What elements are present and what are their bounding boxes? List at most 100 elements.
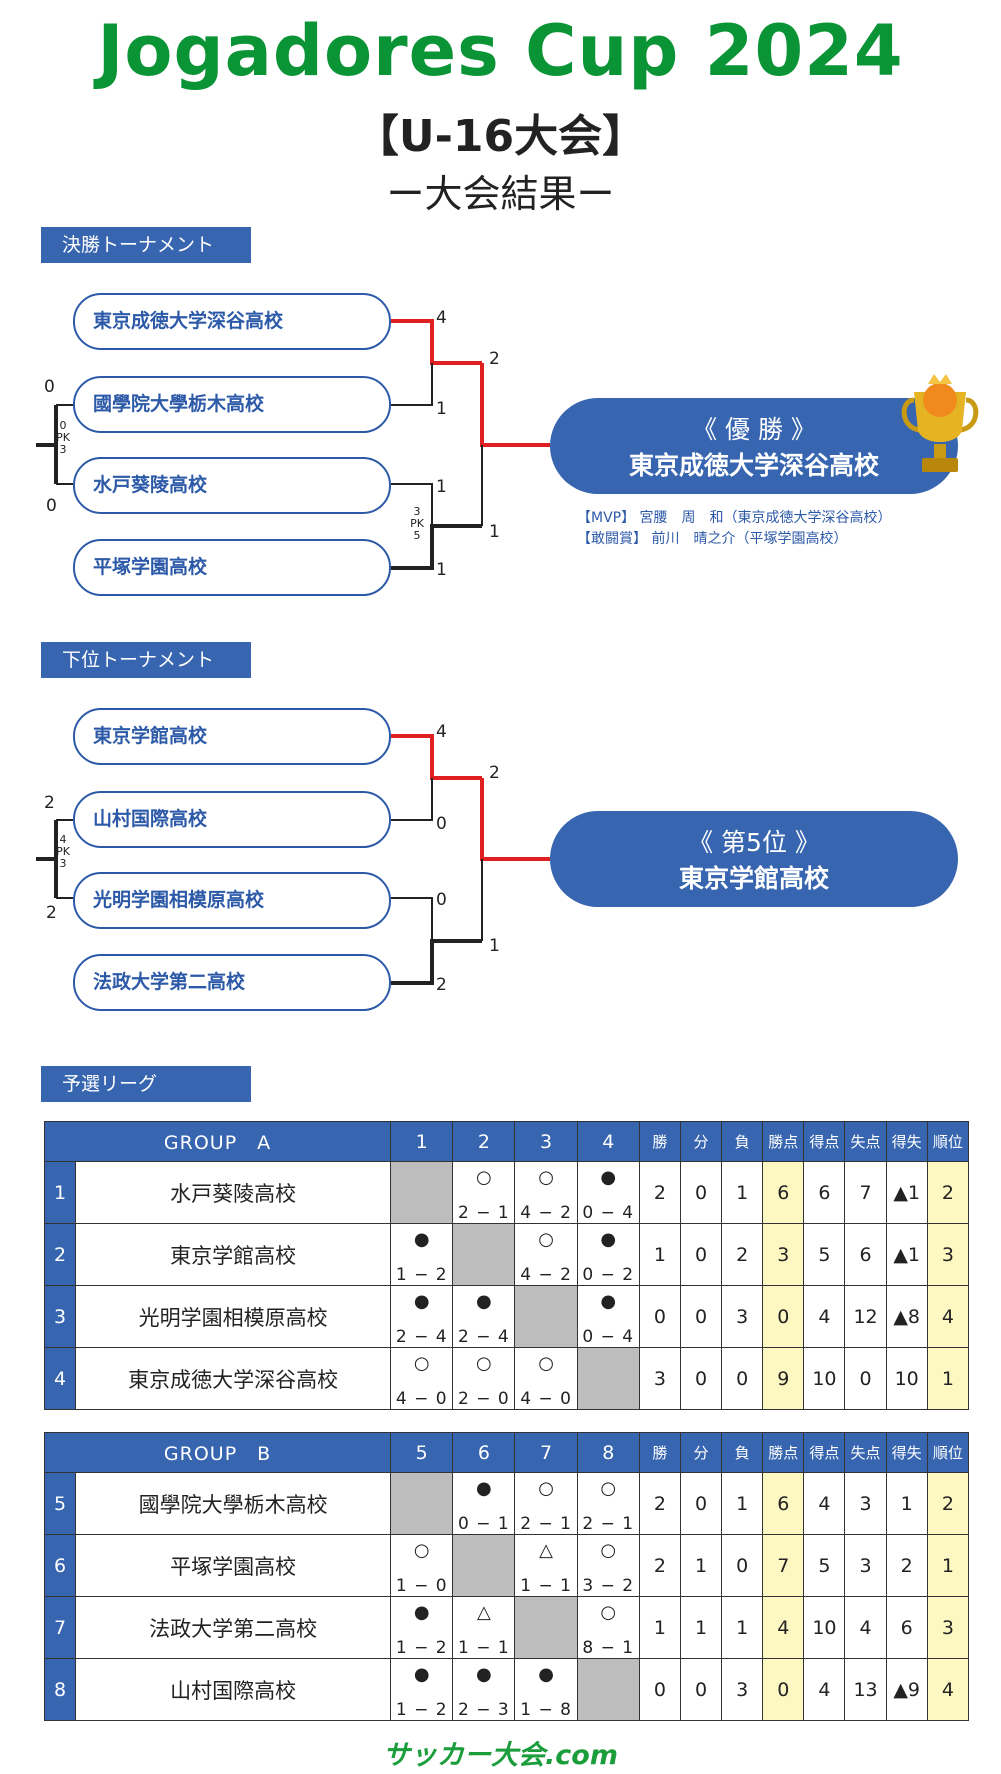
match-result-cell: ○2 − 1 (576, 1472, 640, 1535)
stat-cell: 3 (721, 1658, 764, 1721)
team-name: 東京学館高校 (75, 1223, 392, 1286)
lower-score-final-top: 2 (489, 763, 500, 783)
stat-cell: 7 (844, 1161, 887, 1224)
lower-team-4: 法政大学第二高校 (73, 954, 391, 1011)
stat-cell: 3 (926, 1596, 970, 1659)
final-tournament-label: 決勝トーナメント (41, 227, 251, 263)
final-bracket-lines (36, 319, 550, 570)
fighting-spirit-award: 【敢闘賞】 前川 晴之介（平塚学園高校） (577, 531, 848, 547)
tournament-subtitle: 【U-16大会】 (354, 111, 647, 162)
stat-cell: 4 (803, 1472, 846, 1535)
result-symbol: ● (476, 1664, 492, 1685)
group-name-header: GROUP B (43, 1432, 392, 1473)
stat-cell: 1 (679, 1534, 723, 1597)
stat-cell: 4 (803, 1285, 846, 1348)
self-match-cell (390, 1472, 454, 1535)
match-score: 0 − 2 (582, 1265, 635, 1285)
lower-team-1: 東京学館高校 (73, 708, 391, 765)
opponent-column-header: 4 (576, 1121, 640, 1162)
pk-value: 3 (59, 443, 67, 456)
stat-cell: 3 (721, 1285, 764, 1348)
match-result-cell: ●2 − 4 (390, 1285, 454, 1348)
stat-cell: 13 (844, 1658, 887, 1721)
stat-column-header: 得失 (885, 1432, 928, 1473)
lower-team-2: 山村国際高校 (73, 791, 391, 848)
match-score: 0 − 4 (582, 1203, 635, 1223)
match-score: 2 − 1 (458, 1203, 510, 1223)
pk-value: 5 (413, 529, 421, 542)
match-result-cell: ○2 − 1 (514, 1472, 578, 1535)
final-score-r1-second: 1 (436, 399, 447, 419)
match-score: 4 − 0 (395, 1389, 448, 1409)
stat-cell: 6 (803, 1161, 846, 1224)
lower-score-left-top: 2 (44, 793, 55, 813)
stat-cell: 2 (721, 1223, 764, 1286)
stat-cell: 3 (926, 1223, 970, 1286)
stat-cell: ▲9 (885, 1658, 928, 1721)
match-score: 2 − 4 (395, 1327, 448, 1347)
match-result-cell: ●0 − 2 (576, 1223, 640, 1286)
team-name: 平塚学園高校 (75, 1534, 392, 1597)
self-match-cell (452, 1223, 516, 1286)
result-symbol: ● (413, 1602, 430, 1623)
match-score: 4 − 0 (520, 1389, 572, 1409)
lower-pk-left: 4 PK 3 (56, 834, 70, 870)
final-team-3: 水戸葵陵高校 (73, 457, 391, 514)
match-score: 3 − 2 (582, 1576, 635, 1596)
stat-cell: 2 (638, 1472, 681, 1535)
stat-column-header: 勝点 (762, 1121, 805, 1162)
match-score: 2 − 3 (458, 1700, 510, 1720)
team-name: 東京成徳大学深谷高校 (75, 1347, 392, 1410)
stat-cell: 6 (885, 1596, 928, 1659)
match-result-cell: ○4 − 0 (390, 1347, 454, 1410)
match-result-cell: ●1 − 8 (514, 1658, 578, 1721)
site-logo: サッカー大会.com (383, 1740, 618, 1771)
match-result-cell: ●1 − 2 (390, 1596, 454, 1659)
stat-cell: 6 (844, 1223, 887, 1286)
stat-cell: 1 (638, 1223, 681, 1286)
opponent-column-header: 2 (452, 1121, 516, 1162)
stat-column-header: 得失 (885, 1121, 928, 1162)
stat-cell: 1 (926, 1347, 970, 1410)
stat-cell: 4 (803, 1658, 846, 1721)
stat-cell: 2 (638, 1161, 681, 1224)
team-number: 4 (43, 1347, 77, 1410)
match-result-cell: ○8 − 1 (576, 1596, 640, 1659)
team-name: 法政大学第二高校 (75, 1596, 392, 1659)
stat-cell: 10 (803, 1347, 846, 1410)
match-score: 2 − 0 (458, 1389, 510, 1409)
pk-label: PK (410, 517, 424, 530)
match-result-cell: ○3 − 2 (576, 1534, 640, 1597)
stat-cell: 4 (762, 1596, 805, 1659)
stat-cell: 1 (721, 1161, 764, 1224)
lower-score-final-bottom: 1 (489, 936, 500, 956)
stat-cell: ▲8 (885, 1285, 928, 1348)
self-match-cell (576, 1347, 640, 1410)
stat-cell: 1 (885, 1472, 928, 1535)
match-result-cell: ●0 − 1 (452, 1472, 516, 1535)
final-score-r1-bottom: 1 (436, 560, 447, 580)
stat-cell: 0 (679, 1285, 723, 1348)
stat-cell: 2 (926, 1472, 970, 1535)
match-score: 2 − 1 (520, 1514, 572, 1534)
stat-cell: 3 (844, 1534, 887, 1597)
stat-column-header: 勝 (638, 1432, 681, 1473)
result-symbol: ○ (413, 1540, 430, 1561)
stat-cell: ▲1 (885, 1223, 928, 1286)
stat-cell: 4 (926, 1658, 970, 1721)
team-number: 3 (43, 1285, 77, 1348)
team-name: 光明学園相模原高校 (75, 1285, 392, 1348)
stat-column-header: 負 (721, 1432, 764, 1473)
lower-score-r1-third: 0 (436, 890, 447, 910)
result-symbol: ● (600, 1167, 617, 1188)
result-symbol: ○ (600, 1602, 617, 1623)
self-match-cell (514, 1596, 578, 1659)
page-title: Jogadores Cup 2024 (97, 10, 904, 92)
